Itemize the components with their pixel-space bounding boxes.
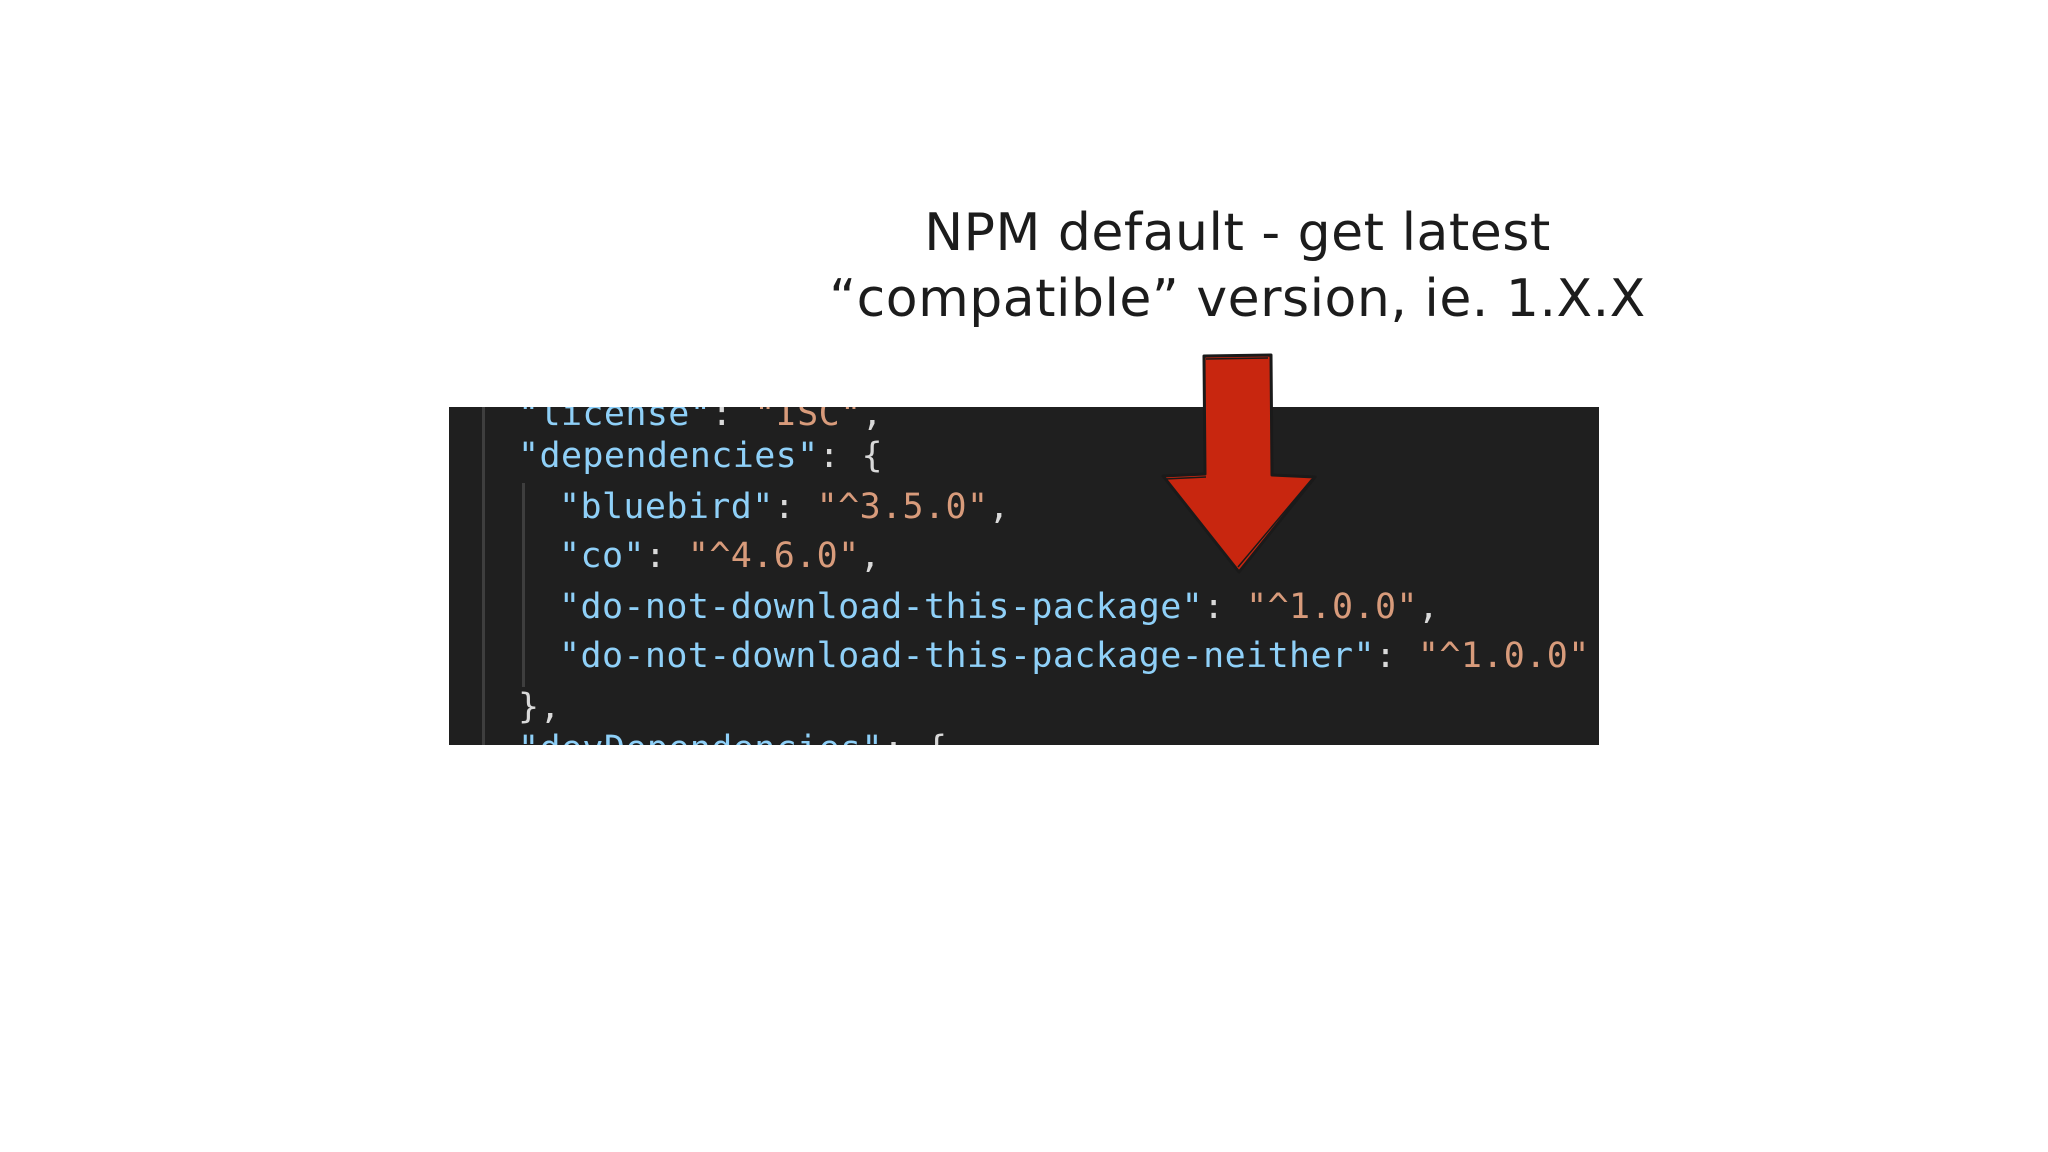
- arrow-shape: [1161, 353, 1317, 574]
- json-key: "dependencies": [518, 436, 819, 476]
- code-line-license-clipped: "license": "ISC",: [518, 407, 883, 439]
- indent-guide-outer: [482, 407, 485, 745]
- slide-caption: NPM default - get latest “compatible” ve…: [800, 200, 1675, 332]
- json-comma: ,: [988, 487, 1010, 527]
- json-key: "license": [518, 407, 712, 434]
- caption-line-1: NPM default - get latest: [924, 203, 1551, 263]
- code-line-dependency: "bluebird": "^3.5.0",: [559, 482, 1010, 532]
- json-value: "^1.0.0": [1246, 587, 1418, 627]
- indent-guide-inner: [522, 483, 525, 687]
- json-comma: ,: [1417, 587, 1440, 627]
- json-key: "co": [559, 536, 645, 576]
- json-open-brace: : {: [883, 729, 947, 745]
- code-line-dependencies-close: },: [518, 682, 561, 732]
- json-close-brace: },: [518, 687, 561, 727]
- code-line-dependency: "do-not-download-this-package": "^1.0.0"…: [559, 582, 1439, 632]
- json-colon: :: [644, 536, 688, 576]
- caption-line-2: “compatible” version, ie. 1.X.X: [829, 269, 1646, 329]
- json-colon: :: [1203, 587, 1247, 627]
- json-value: "^1.0.0": [1417, 636, 1590, 676]
- package-json-code-snippet: "license": "ISC", "dependencies": { "blu…: [449, 407, 1599, 745]
- code-line-dependencies: "dependencies": {: [518, 431, 883, 481]
- json-comma: ,: [859, 536, 882, 576]
- json-colon: :: [773, 487, 817, 527]
- code-line-devdependencies-clipped: "devDependencies": {: [518, 724, 947, 745]
- json-key: "do-not-download-this-package-neither": [559, 636, 1375, 676]
- json-open-brace: : {: [818, 436, 884, 476]
- json-key: "do-not-download-this-package": [559, 587, 1204, 627]
- json-value: "ISC": [754, 407, 862, 434]
- json-colon: :: [1374, 636, 1418, 676]
- json-key: "bluebird": [559, 487, 774, 527]
- arrow-sketch-stroke: [1164, 357, 1313, 568]
- json-value: "^4.6.0": [687, 536, 860, 576]
- down-arrow-icon: [1161, 353, 1317, 574]
- json-colon: :: [711, 407, 755, 434]
- json-value: "^3.5.0": [816, 487, 989, 527]
- json-comma: ,: [861, 407, 884, 434]
- json-key: "devDependencies": [518, 729, 883, 745]
- code-line-dependency: "do-not-download-this-package-neither": …: [559, 631, 1590, 681]
- code-line-dependency: "co": "^4.6.0",: [559, 531, 881, 581]
